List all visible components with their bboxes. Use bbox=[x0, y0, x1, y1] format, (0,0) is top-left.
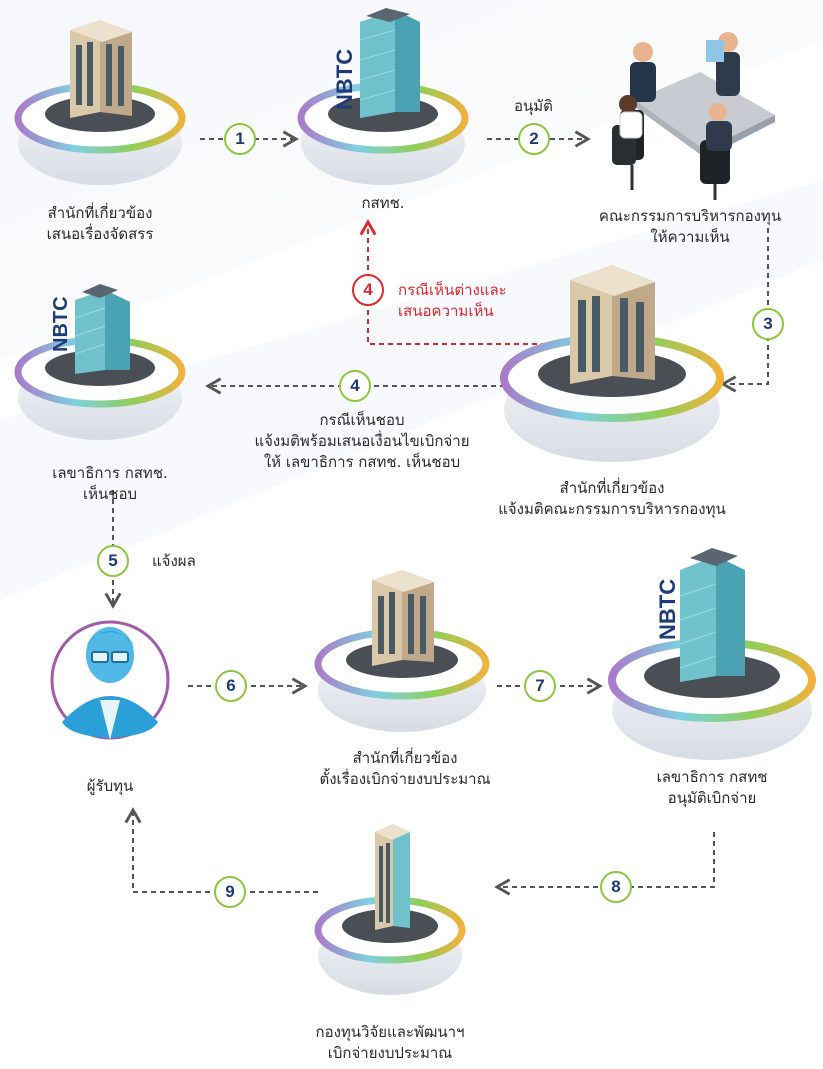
building-icon bbox=[372, 570, 434, 666]
step-2-label: อนุมัติ bbox=[514, 97, 553, 115]
building-icon bbox=[359, 8, 420, 118]
node-label-n1: สำนักที่เกี่ยวข้องเสนอเรื่องจัดสรร bbox=[46, 204, 154, 243]
step-badge-7: 7 bbox=[524, 670, 556, 702]
arrow-step-3 bbox=[720, 228, 769, 393]
step-badge-6: 6 bbox=[215, 670, 247, 702]
step-badge-4-alt: 4 bbox=[352, 274, 384, 306]
building-icon bbox=[375, 824, 410, 930]
step-badge-5: 5 bbox=[97, 545, 129, 577]
nbtc-logo: NBTC bbox=[50, 296, 72, 352]
nbtc-logo: NBTC bbox=[332, 49, 357, 110]
platform-n4 bbox=[14, 336, 186, 440]
building-icon bbox=[679, 548, 745, 682]
platform-n8 bbox=[608, 638, 816, 760]
nbtc-logo: NBTC bbox=[655, 579, 680, 640]
arrow-step-8 bbox=[494, 832, 715, 896]
meeting-icon bbox=[612, 32, 775, 200]
building-icon bbox=[70, 20, 132, 118]
building-icon bbox=[74, 284, 130, 374]
step-badge-9: 9 bbox=[214, 876, 246, 908]
node-label-n5: สำนักที่เกี่ยวข้องแจ้งมติคณะกรรมการบริหา… bbox=[498, 479, 726, 518]
node-label-n3: คณะกรรมการบริหารกองทุนให้ความเห็น bbox=[598, 207, 782, 246]
node-label-n9: กองทุนวิจัยและพัฒนาฯเบิกจ่ายงบประมาณ bbox=[315, 1023, 465, 1062]
node-label-n2: กสทช. bbox=[361, 194, 405, 212]
step-badge-3: 3 bbox=[752, 308, 784, 340]
step-4-label: กรณีเห็นชอบ แจ้งมติพร้อมเสนอเงื่อนไขเบิก… bbox=[254, 411, 470, 471]
step-badge-8: 8 bbox=[600, 871, 632, 903]
step-badge-2: 2 bbox=[518, 123, 550, 155]
node-label-n7: สำนักที่เกี่ยวข้องตั้งเรื่องเบิกจ่ายงบปร… bbox=[319, 749, 491, 788]
node-label-n6: ผู้รับทุน bbox=[86, 777, 134, 795]
step-5-label: แจ้งผล bbox=[152, 552, 196, 570]
platform-n2 bbox=[297, 82, 469, 185]
step-4-alt-label: กรณีเห็นต่างและ เสนอความเห็น bbox=[398, 281, 507, 320]
platform-n9 bbox=[314, 896, 466, 995]
step-badge-4: 4 bbox=[339, 370, 371, 402]
building-icon bbox=[570, 265, 655, 384]
node-label-n4: เลขาธิการ กสทช.เห็นชอบ bbox=[52, 464, 168, 503]
arrow-step-9 bbox=[124, 807, 318, 893]
node-label-n8: เลขาธิการ กสทชอนุมัติเบิกจ่าย bbox=[656, 768, 768, 807]
recipient-avatar-icon bbox=[50, 620, 170, 740]
step-badge-1: 1 bbox=[224, 123, 256, 155]
